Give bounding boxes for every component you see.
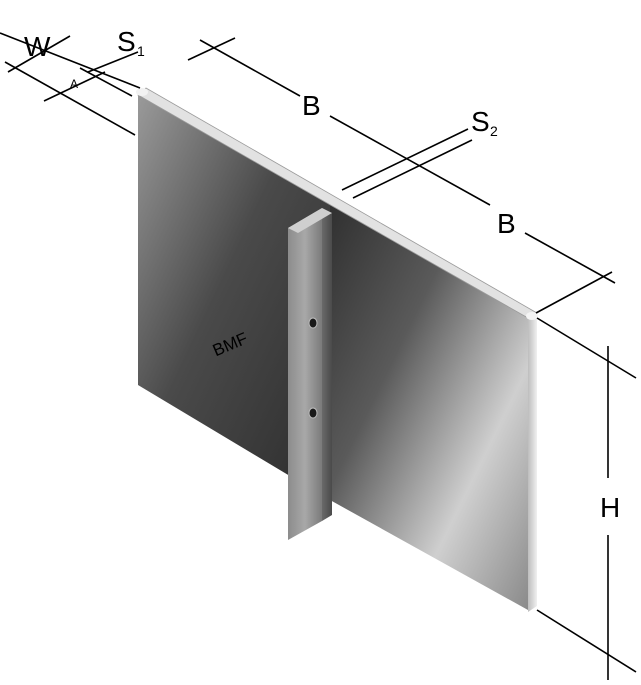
dim-b-line-1 [199, 39, 301, 97]
dim-a-line [43, 71, 106, 102]
label-s2: S [471, 106, 490, 137]
plate-left-half [138, 95, 330, 500]
dim-s2-line-2 [352, 139, 473, 199]
label-s1: S [117, 26, 136, 57]
label-b-top: B [302, 90, 321, 121]
fin-top-edge [288, 208, 332, 233]
dim-s2-line-1 [341, 128, 469, 191]
label-b-bottom: B [497, 208, 516, 239]
label-w: W [24, 31, 51, 62]
label-s1-subscript: 1 [137, 43, 145, 59]
label-s2-subscript: 2 [490, 123, 498, 139]
mounting-hole-upper [308, 317, 318, 329]
dim-s1-line [87, 51, 139, 73]
fin-side-face [322, 208, 332, 521]
plate-right-half [330, 205, 528, 610]
mounting-hole-lower [308, 407, 318, 419]
dim-h-extension-bottom [536, 609, 637, 673]
dim-w-extension [4, 61, 136, 136]
dim-w-tick-left [7, 35, 71, 73]
fin-front-face [288, 208, 322, 540]
label-h: H [600, 492, 620, 523]
plate-right-edge [528, 313, 537, 612]
dim-w-line [0, 32, 141, 89]
dim-b-line-3 [524, 232, 616, 284]
dim-b-tick-right [535, 271, 613, 314]
dim-b-tick-top [187, 37, 236, 61]
dim-s1-tick [79, 67, 133, 97]
dim-h-extension-top [536, 317, 637, 379]
label-a: A [70, 77, 78, 91]
dim-b-line-2 [329, 115, 491, 206]
plate-corner-top-right [526, 312, 538, 320]
plate-corner-top-left [136, 88, 148, 96]
